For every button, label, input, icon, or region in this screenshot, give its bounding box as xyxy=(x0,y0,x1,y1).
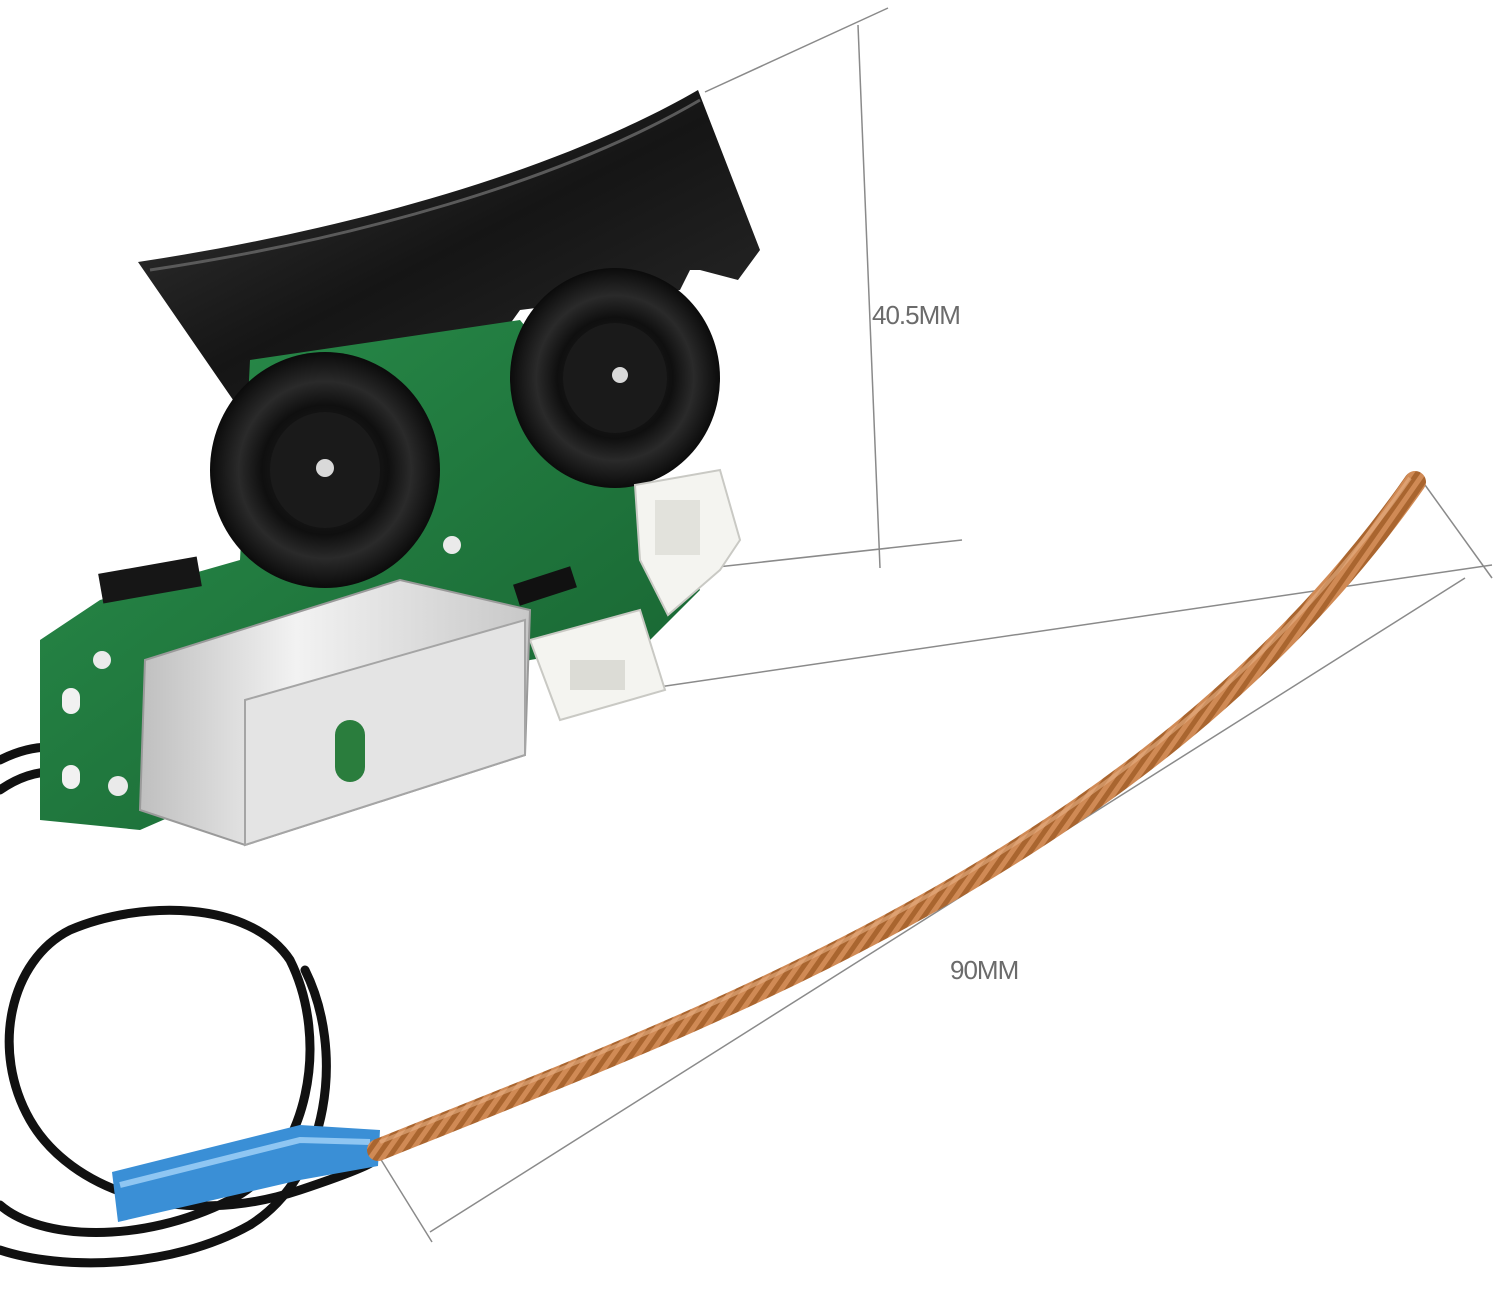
length-dimension-label: 90MM xyxy=(950,955,1019,985)
height-dimension-label: 40.5MM xyxy=(872,300,961,330)
white-connectors xyxy=(528,468,742,722)
black-shroud xyxy=(138,90,760,410)
right-roller xyxy=(510,268,720,488)
copper-wire xyxy=(367,471,1426,1161)
left-roller xyxy=(210,352,440,588)
blue-sleeve xyxy=(112,1125,380,1222)
dimension-lines xyxy=(379,7,1493,1243)
metal-shield xyxy=(138,578,532,847)
